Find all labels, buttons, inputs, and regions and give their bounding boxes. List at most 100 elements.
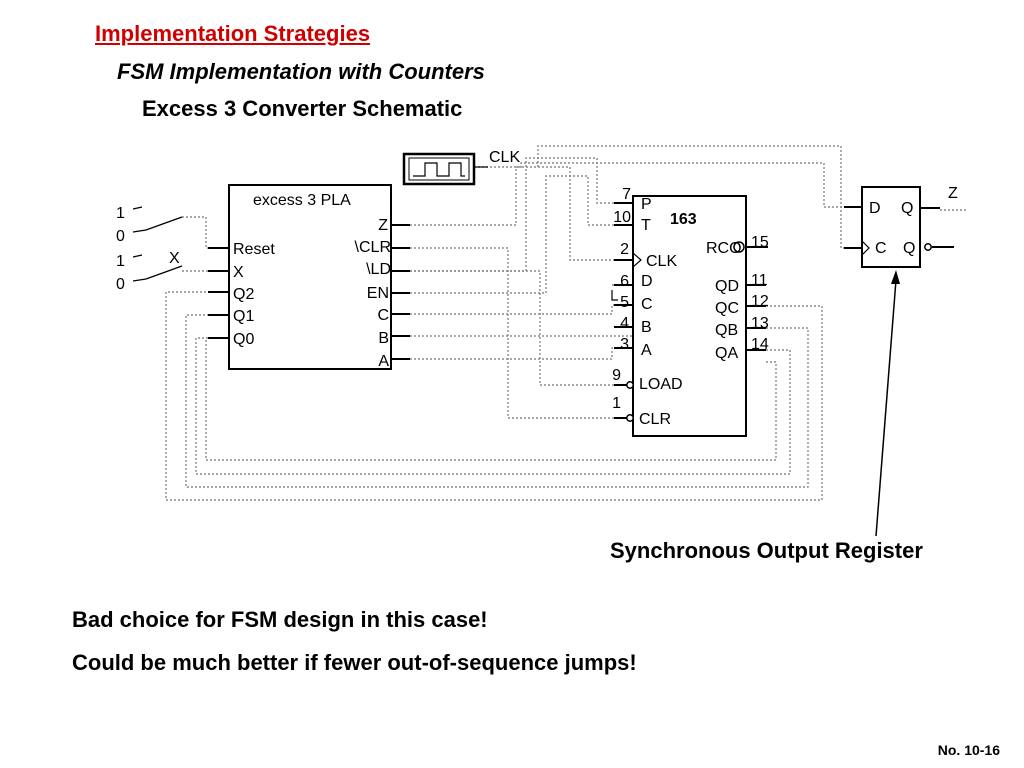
wire-reset-in bbox=[182, 216, 208, 249]
pin-qb-num: 13 bbox=[751, 315, 769, 332]
pin-clk-label: CLK bbox=[646, 253, 677, 270]
pin-b-num: 4 bbox=[620, 315, 629, 332]
ff-clock-triangle-icon bbox=[861, 240, 870, 256]
switch-1-contact-low bbox=[132, 229, 147, 233]
note-bad-choice: Bad choice for FSM design in this case! bbox=[72, 607, 488, 632]
clock-inner bbox=[408, 157, 470, 181]
load-bubble bbox=[626, 381, 634, 389]
note-better: Could be much better if fewer out-of-seq… bbox=[72, 650, 637, 675]
switch-2-low: 0 bbox=[116, 276, 125, 293]
pin-clk-num: 2 bbox=[620, 241, 629, 258]
clock-generator: CLK bbox=[402, 149, 520, 186]
pla-output-z: Z bbox=[378, 217, 388, 234]
pin-a-label: A bbox=[641, 342, 652, 359]
arrowhead-icon bbox=[891, 270, 900, 284]
switch-1-contact-high bbox=[132, 206, 143, 210]
pla-title: excess 3 PLA bbox=[253, 192, 351, 209]
page-number: No. 10-16 bbox=[937, 742, 1000, 758]
switch-1-lever bbox=[145, 216, 183, 231]
pla-output-clr: \CLR bbox=[355, 239, 391, 256]
pin-qc-label: QC bbox=[715, 300, 739, 317]
switch-1-low: 0 bbox=[116, 228, 125, 245]
output-flipflop: D Q C Q Z bbox=[844, 185, 958, 268]
pin-rco-num: 15 bbox=[751, 234, 769, 251]
counter-163: 163 7 10 2 6 5 4 3 9 1 P T CL bbox=[611, 186, 769, 437]
flipflop-box bbox=[861, 186, 921, 268]
counter-name: 163 bbox=[670, 211, 697, 228]
pla-input-x: X bbox=[233, 264, 244, 281]
slide-subtitle: FSM Implementation with Counters bbox=[117, 59, 485, 84]
x-label: X bbox=[169, 250, 180, 267]
wire-clk-to-counter bbox=[538, 166, 633, 261]
wire-a bbox=[390, 347, 633, 360]
caption-arrow-line bbox=[875, 279, 897, 537]
clock-box bbox=[402, 152, 476, 186]
ff-z-label: Z bbox=[948, 185, 958, 202]
pin-b-label: B bbox=[641, 319, 652, 336]
pin-qa-label: QA bbox=[715, 345, 738, 362]
pla-output-c: C bbox=[377, 307, 389, 324]
wire-qa-feedback bbox=[205, 338, 777, 461]
pin-qd-num: 11 bbox=[751, 272, 768, 289]
wire-q0-feedback bbox=[195, 337, 791, 475]
slide-title: Implementation Strategies bbox=[95, 21, 371, 46]
pla-input-pins: Reset X Q2 Q1 Q0 bbox=[208, 241, 275, 348]
ff-d-label: D bbox=[869, 200, 881, 217]
pin-load-num: 9 bbox=[612, 367, 621, 384]
wire-q1-feedback bbox=[185, 314, 809, 488]
pla-input-q2: Q2 bbox=[233, 286, 254, 303]
pin-load-label: LOAD bbox=[639, 376, 683, 393]
pin-d-num: 6 bbox=[620, 273, 629, 290]
switch-2-lever bbox=[145, 265, 183, 280]
pin-bracket bbox=[611, 290, 618, 301]
caption-text: Synchronous Output Register bbox=[610, 538, 923, 563]
pin-c-num: 5 bbox=[620, 294, 629, 311]
pla-input-q1: Q1 bbox=[233, 308, 254, 325]
pla-output-en: EN bbox=[367, 285, 389, 302]
counter-left-pins: 7 10 2 6 5 4 3 9 1 P T CLK D C B A LOAD … bbox=[611, 186, 683, 428]
counter-right-pins: RCO QD QC QB QA 15 11 12 13 14 bbox=[706, 234, 769, 362]
counter-box bbox=[632, 195, 747, 437]
switch-2-contact-high bbox=[132, 254, 143, 258]
rco-bubble bbox=[733, 241, 745, 253]
square-wave-icon bbox=[413, 162, 465, 177]
pin-a-num: 3 bbox=[620, 336, 629, 353]
pin-t-label: T bbox=[641, 217, 651, 234]
pla-output-ld: \LD bbox=[366, 261, 391, 278]
switch-2-contact-low bbox=[132, 278, 147, 282]
wire-en-t bbox=[390, 175, 633, 294]
pin-qb-label: QB bbox=[715, 322, 738, 339]
pin-qa-num: 14 bbox=[751, 336, 769, 353]
pin-t-num: 10 bbox=[613, 209, 631, 226]
qbar-bubble bbox=[924, 243, 932, 251]
pin-rco-label: RCO bbox=[706, 240, 742, 257]
input-switches: 1 0 1 0 X bbox=[116, 205, 183, 293]
switch-2-high: 1 bbox=[116, 253, 125, 270]
pla-input-reset: Reset bbox=[233, 241, 275, 258]
wire-clr bbox=[390, 247, 621, 419]
clock-triangle-icon bbox=[632, 252, 642, 268]
ff-c-label: C bbox=[875, 240, 887, 257]
pin-qc-num: 12 bbox=[751, 293, 769, 310]
pla-block: excess 3 PLA Reset X Q2 Q1 Q0 Z \CLR \LD… bbox=[208, 184, 410, 370]
pin-clr-num: 1 bbox=[612, 395, 621, 412]
wire-c bbox=[390, 304, 633, 315]
pin-p-label: P bbox=[641, 196, 652, 213]
ff-q-label: Q bbox=[901, 200, 913, 217]
pla-input-q0: Q0 bbox=[233, 331, 254, 348]
clr-bubble bbox=[626, 414, 634, 422]
pla-output-a: A bbox=[378, 353, 389, 370]
wire-load bbox=[390, 270, 621, 386]
pin-c-label: C bbox=[641, 296, 653, 313]
clock-label: CLK bbox=[489, 149, 520, 166]
pin-qd-label: QD bbox=[715, 278, 739, 295]
wire-q2-feedback bbox=[165, 291, 823, 501]
pin-p-num: 7 bbox=[622, 186, 631, 203]
pin-clr-label: CLR bbox=[639, 411, 671, 428]
pla-output-b: B bbox=[378, 330, 389, 347]
pin-d-label: D bbox=[641, 273, 653, 290]
switch-1-high: 1 bbox=[116, 205, 125, 222]
wire-z-to-ff bbox=[390, 162, 862, 226]
pla-box bbox=[228, 184, 392, 370]
